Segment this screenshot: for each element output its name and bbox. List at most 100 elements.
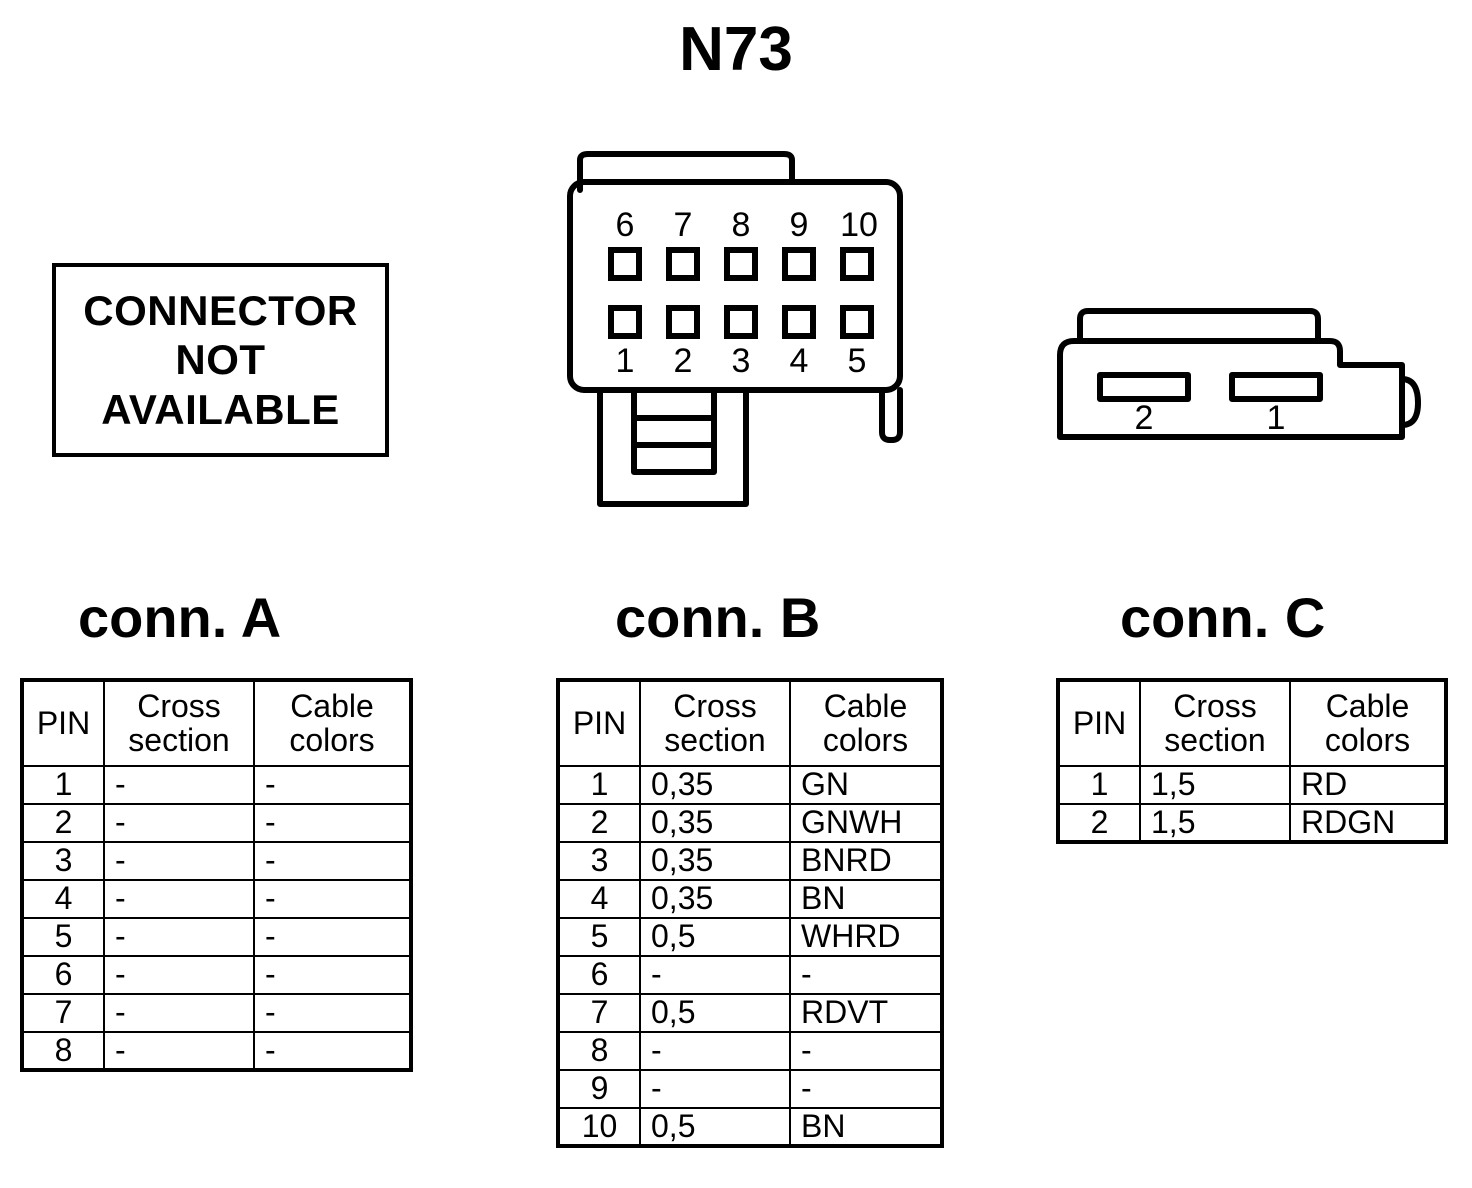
connector-b-pin-square-4: [782, 305, 816, 339]
cell-cross-section: -: [103, 1031, 255, 1071]
cell-cable-colors: -: [789, 1031, 943, 1071]
cell-cable-colors: -: [253, 993, 412, 1033]
connector-b-pin-label-1: 1: [616, 342, 635, 380]
connector-b-pin-square-1: [608, 305, 642, 339]
table-row: 5--: [21, 917, 412, 957]
cell-cable-colors: -: [789, 955, 943, 995]
table-row: 8--: [21, 1031, 412, 1071]
not-available-line-1: CONNECTOR: [83, 286, 358, 334]
table-row: 8--: [557, 1031, 943, 1071]
connector-c-slot-1: [1229, 372, 1323, 402]
cell-pin: 2: [21, 803, 105, 843]
cell-cross-section: 0,35: [639, 879, 791, 919]
connector-b-bottom-block: [597, 387, 749, 507]
cell-cable-colors: -: [253, 1031, 412, 1071]
cell-pin: 5: [21, 917, 105, 957]
cell-pin: 10: [557, 1107, 641, 1147]
cell-cable-colors: -: [253, 765, 412, 805]
table-row: 3--: [21, 841, 412, 881]
cell-cross-section: -: [639, 955, 791, 995]
cell-cable-colors: BNRD: [789, 841, 943, 881]
header-color-line-1: Cable: [1325, 687, 1410, 724]
connector-b-pin-label-8: 8: [732, 206, 751, 244]
cell-pin: 1: [557, 765, 641, 805]
cell-cable-colors: -: [253, 955, 412, 995]
cell-cross-section: 1,5: [1139, 765, 1291, 805]
connector-b-body: [567, 179, 903, 393]
header-pin: PIN: [557, 679, 641, 767]
cell-pin: 7: [21, 993, 105, 1033]
connector-b-diagram: 6 7 8 9 10 1 2 3 4 5: [567, 151, 903, 507]
cell-cross-section: -: [103, 803, 255, 843]
not-available-line-3: AVAILABLE: [101, 385, 340, 433]
connector-c-body: [1057, 338, 1405, 440]
connector-not-available-box: CONNECTOR NOT AVAILABLE: [52, 263, 389, 457]
cell-cross-section: 0,5: [639, 993, 791, 1033]
header-cable-colors: Cable colors: [253, 679, 412, 767]
cell-cable-colors: RDVT: [789, 993, 943, 1033]
table-body-conn-a: 1--2--3--4--5--6--7--8--: [21, 765, 412, 1071]
table-row: 6--: [557, 955, 943, 995]
header-cross-line-2: section: [664, 721, 766, 758]
cell-pin: 4: [21, 879, 105, 919]
cell-cross-section: -: [103, 879, 255, 919]
connector-b-latch-rail: [631, 387, 717, 475]
connector-b-pin-label-7: 7: [674, 206, 693, 244]
cell-pin: 4: [557, 879, 641, 919]
connector-b-pin-label-10: 10: [840, 206, 878, 244]
cell-cross-section: 0,35: [639, 841, 791, 881]
connector-b-pin-square-2: [666, 305, 700, 339]
header-cross-section: Cross section: [1139, 679, 1291, 767]
connector-b-pin-label-3: 3: [732, 342, 751, 380]
header-cross-section: Cross section: [103, 679, 255, 767]
cell-cable-colors: -: [789, 1069, 943, 1109]
cell-cross-section: -: [103, 955, 255, 995]
connector-b-pin-square-5: [840, 305, 874, 339]
connector-b-right-tab: [879, 387, 903, 443]
cell-cable-colors: BN: [789, 879, 943, 919]
cell-cable-colors: -: [253, 841, 412, 881]
connector-c-slot-label-1: 1: [1267, 399, 1286, 437]
connector-b-pin-label-6: 6: [616, 206, 635, 244]
pin-table-conn-a: PIN Cross section Cable colors 1--2--3--…: [20, 678, 413, 1072]
cell-cable-colors: -: [253, 803, 412, 843]
connector-b-pin-label-5: 5: [848, 342, 867, 380]
header-cross-line-1: Cross: [137, 687, 221, 724]
cell-pin: 6: [557, 955, 641, 995]
header-cross-line-2: section: [1164, 721, 1266, 758]
cell-pin: 6: [21, 955, 105, 995]
cell-cross-section: -: [639, 1069, 791, 1109]
cell-cable-colors: RDGN: [1289, 803, 1447, 843]
cell-pin: 9: [557, 1069, 641, 1109]
cell-pin: 3: [557, 841, 641, 881]
table-row: 9--: [557, 1069, 943, 1109]
connector-b-pin-label-2: 2: [674, 342, 693, 380]
cell-cross-section: -: [103, 841, 255, 881]
heading-conn-b: conn. B: [615, 586, 821, 649]
not-available-line-2: NOT: [175, 336, 266, 384]
connector-b-pin-square-3: [724, 305, 758, 339]
connector-b-pin-square-10: [840, 247, 874, 281]
cell-cross-section: 0,5: [639, 1107, 791, 1147]
cell-cross-section: -: [103, 917, 255, 957]
cell-pin: 8: [21, 1031, 105, 1071]
connector-b-pin-square-8: [724, 247, 758, 281]
header-cross-line-2: section: [128, 721, 230, 758]
table-row: 6--: [21, 955, 412, 995]
table-header-row: PIN Cross section Cable colors: [1057, 679, 1447, 767]
cell-cable-colors: RD: [1289, 765, 1447, 805]
page-title: N73: [679, 15, 793, 84]
connector-b-upper-shell: [577, 151, 795, 193]
cell-pin: 3: [21, 841, 105, 881]
cell-pin: 5: [557, 917, 641, 957]
